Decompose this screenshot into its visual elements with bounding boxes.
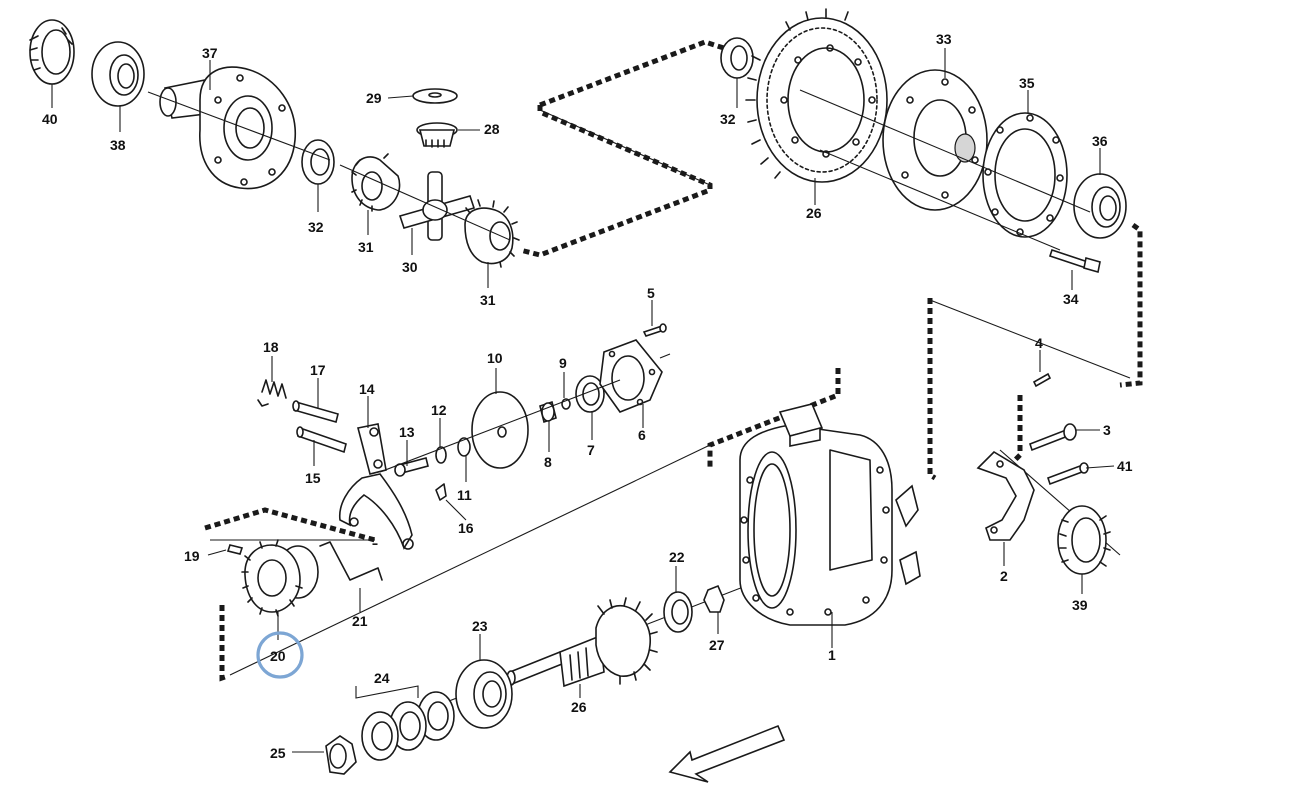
part-40-ring-nut [29,19,75,85]
part-36-bearing [1073,173,1127,239]
part-38-bearing [91,41,145,107]
part-3-bolt [1029,423,1077,452]
label-10: 10 [487,350,503,366]
part-29-washer [412,88,458,104]
label-4: 4 [1035,335,1043,351]
label-26-pinion: 26 [571,699,587,715]
label-17: 17 [310,362,326,378]
dashed-connection-lines [204,39,1143,682]
part-1-axle-housing [739,403,921,626]
part-2-bearing-cap [976,450,1035,541]
label-9: 9 [559,355,567,371]
label-26-crown: 26 [806,205,822,221]
label-7: 7 [587,442,595,458]
leaders-center-right [831,350,1115,648]
part-10-cover-plate [471,391,529,469]
direction-arrow-icon [668,724,786,783]
part-12-o-ring [435,446,447,464]
leaders-bottom-left [207,549,361,640]
part-15-shift-rod [296,426,347,454]
label-23: 23 [472,618,488,634]
label-13: 13 [399,424,415,440]
label-16: 16 [458,520,474,536]
part-4-pin [1032,372,1052,388]
part-32-thrust-washer-right [720,37,754,79]
label-35: 35 [1019,75,1035,91]
part-34-bolt [1048,248,1101,274]
part-35-bolt-ring [982,112,1068,238]
part-26-drive-pinion [506,597,658,688]
label-30: 30 [402,259,418,275]
part-22-bearing [663,591,693,633]
part-16-split-pin [435,483,447,501]
leaders-middle-left [271,300,671,521]
label-6: 6 [638,427,646,443]
part-31-side-gear-lower [464,199,520,268]
label-11: 11 [457,487,472,503]
label-40: 40 [42,111,58,127]
label-2: 2 [1000,568,1008,584]
part-5-screw [642,323,667,337]
part-18-spring [257,379,287,407]
label-33: 33 [936,31,952,47]
label-36: 36 [1092,133,1108,149]
part-6-gasket-flange [599,339,663,413]
label-8: 8 [544,454,552,470]
label-29: 29 [366,90,382,106]
leaders-top-right [736,48,1101,290]
part-8-screw [539,400,557,424]
part-28-pinion-gear [416,122,458,148]
label-3: 3 [1103,422,1111,438]
part-13-pin [394,457,429,477]
part-33-differential-housing-half [882,69,988,211]
label-18: 18 [263,339,279,355]
part-27-lock-washer [703,584,725,613]
label-28: 28 [484,121,500,137]
label-12: 12 [431,402,447,418]
part-17-shift-rod [292,400,339,423]
part-37-differential-housing-half [159,66,296,190]
label-41: 41 [1117,458,1133,474]
label-14: 14 [359,381,375,397]
label-20: 20 [270,648,286,664]
label-34: 34 [1063,291,1079,307]
label-22: 22 [669,549,685,565]
label-24: 24 [374,670,390,686]
label-27: 27 [709,637,725,653]
label-21: 21 [352,613,368,629]
part-24-shim-set [361,691,455,761]
part-20-synchro-hub [241,539,319,617]
label-39: 39 [1072,597,1088,613]
part-32-thrust-washer [301,139,335,185]
highlight-circle-part-20 [256,631,304,679]
leaders-top-left [51,60,511,288]
leaders-bottom-center [292,566,719,753]
label-32-left: 32 [308,219,324,235]
part-19-screw [226,544,244,555]
label-25: 25 [270,745,286,761]
part-41-bolt [1046,462,1089,486]
label-32-right: 32 [720,111,736,127]
part-number-labels: 40 38 37 32 31 30 31 29 28 32 26 33 35 3… [42,31,1133,761]
part-21-spring-clip [319,541,383,581]
part-11-o-ring [457,437,471,457]
label-37: 37 [202,45,218,61]
label-15: 15 [305,470,321,486]
label-31-lower: 31 [480,292,496,308]
label-19: 19 [184,548,200,564]
part-26-crown-wheel [745,8,888,183]
label-1: 1 [828,647,836,663]
label-31-upper: 31 [358,239,374,255]
part-30-spider-cross [398,171,476,241]
part-14-shift-fork [338,423,414,550]
part-25-spacer-ring [325,735,357,775]
label-38: 38 [110,137,126,153]
part-31-side-gear-upper [351,153,401,212]
part-23-bearing [455,659,513,729]
label-5: 5 [647,285,655,301]
part-39-adjusting-ring [1057,505,1111,575]
